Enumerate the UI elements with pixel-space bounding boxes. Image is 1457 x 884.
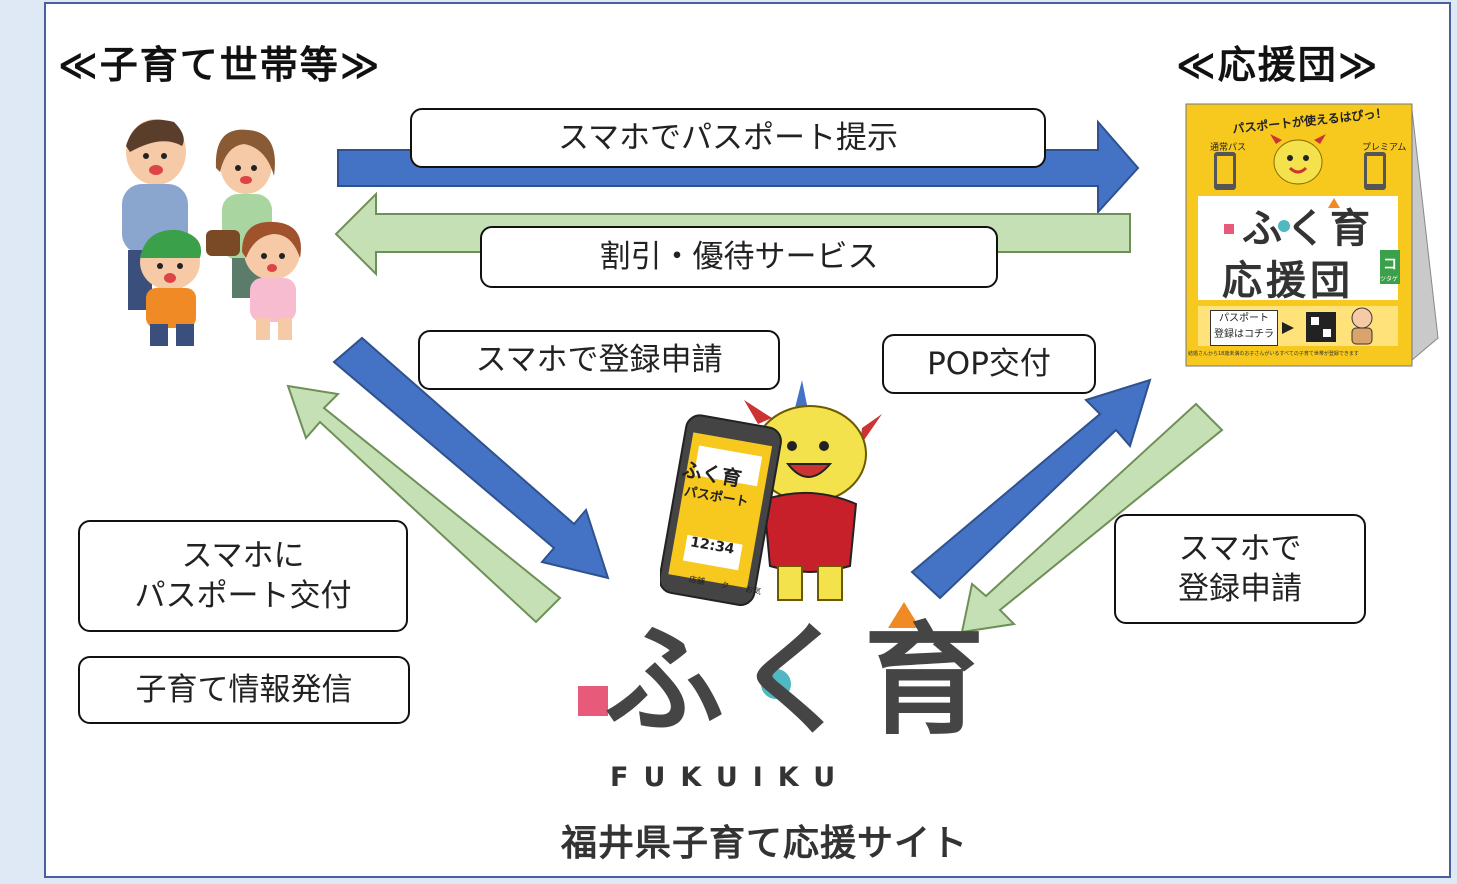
pop-badge: コ bbox=[1383, 257, 1397, 273]
pop-passport-line2: 登録はコチラ bbox=[1214, 329, 1274, 340]
pop-logo-line2: 応援団 bbox=[1222, 258, 1354, 304]
arrow-pop-issue bbox=[910, 378, 1152, 600]
box-shop-register: スマホで 登録申請 bbox=[1114, 514, 1366, 624]
box-info: 子育て情報発信 bbox=[78, 656, 410, 724]
pop-small-right-text: プレミアム bbox=[1362, 143, 1407, 153]
box-passport-issue-line2: パスポート交付 bbox=[134, 578, 352, 614]
phone-menu-item: ク bbox=[720, 580, 730, 591]
pop-footnote: 結婚さんから18歳未満のお子さんがいるすべての子育て世帯が登録できます bbox=[1188, 351, 1359, 357]
box-pop-issue: POP交付 bbox=[882, 334, 1096, 394]
heading-families: ≪子育て世帯等≫ bbox=[58, 43, 382, 87]
family-illustration-icon bbox=[122, 119, 301, 346]
logo-subtitle: 福井県子育て応援サイト bbox=[561, 823, 969, 864]
fukuiku-logo-icon bbox=[578, 602, 920, 716]
arrow-family-register bbox=[332, 336, 610, 580]
arrow-passport-issue bbox=[286, 384, 562, 624]
box-passport-present: スマホでパスポート提示 bbox=[410, 108, 1046, 168]
logo-main: ふく育 bbox=[604, 612, 994, 751]
box-shop-register-line1: スマホで bbox=[1178, 530, 1302, 567]
box-passport-issue-line1: スマホに bbox=[181, 537, 305, 574]
box-shop-register-line2: 登録申請 bbox=[1178, 571, 1302, 607]
pop-badge-sub: ツタゲ bbox=[1380, 276, 1399, 283]
arrow-shop-register bbox=[960, 402, 1224, 634]
heading-supporters: ≪応援団≫ bbox=[1176, 43, 1380, 87]
pop-passport-line1: パスポート bbox=[1219, 313, 1269, 324]
box-discount: 割引・優待サービス bbox=[480, 226, 998, 288]
pop-passport-register: パスポート 登録はコチラ bbox=[1210, 310, 1278, 346]
pop-small-left-text: 通常パス bbox=[1210, 143, 1247, 153]
box-register-family: スマホで登録申請 bbox=[418, 330, 780, 390]
box-passport-issue: スマホに パスポート交付 bbox=[78, 520, 408, 632]
mascot-with-phone-icon bbox=[660, 380, 882, 606]
logo-roman: FUKUIKU bbox=[610, 762, 851, 793]
pop-logo-line1: ふく育 bbox=[1242, 206, 1374, 252]
